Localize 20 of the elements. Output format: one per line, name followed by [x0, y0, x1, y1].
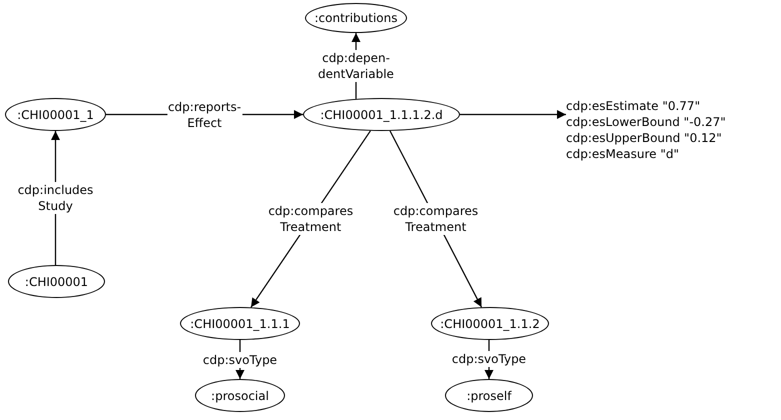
resource-ellipse: :proself — [445, 379, 533, 412]
property-text: cdp:esUpperBound "0.12" — [566, 130, 722, 146]
edge-label: cdp:svoType — [450, 351, 528, 368]
resource-ellipse: :CHI00001 — [8, 265, 105, 298]
resource-ellipse: :prosocial — [195, 379, 285, 412]
arrow — [460, 110, 566, 119]
resource-ellipse: :CHI00001_1.1.1 — [180, 307, 300, 340]
edge-label: cdp:depen- dentVariable — [317, 50, 395, 82]
property-text: cdp:esMeasure "d" — [566, 146, 679, 162]
edge-label: cdp:compares Treatment — [392, 203, 480, 236]
resource-ellipse: :CHI00001_1 — [5, 98, 106, 131]
edge-label: cdp:compares Treatment — [267, 203, 354, 236]
resource-ellipse: :CHI00001_1.1.2 — [431, 307, 549, 340]
resource-ellipse: :contributions — [305, 3, 407, 33]
edge-label: cdp:reports- Effect — [166, 98, 242, 130]
property-text: cdp:esEstimate "0.77" — [566, 98, 700, 114]
property-text: cdp:esLowerBound "-0.27" — [566, 114, 726, 130]
edge-label: cdp:includes Study — [16, 182, 94, 214]
edge-label: cdp:svoType — [202, 352, 278, 368]
resource-ellipse: :CHI00001_1.1.1.2.d — [303, 98, 460, 131]
